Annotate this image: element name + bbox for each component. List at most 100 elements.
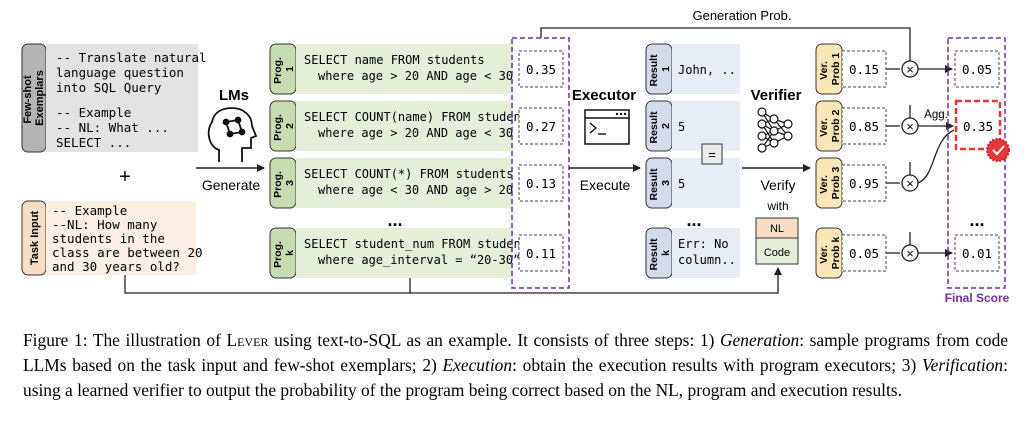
figure-caption: Figure 1: The illustration of Lever usin… — [23, 330, 1009, 400]
generate-label: Generate — [202, 177, 261, 193]
result-tab-label: Result — [648, 238, 660, 271]
svg-text:Ver. Prob 2: Ver. Prob 2 — [818, 110, 842, 143]
aggregation-label: Agg. — [924, 109, 948, 121]
neural-network-icon — [757, 107, 793, 153]
verifier-title: Verifier — [751, 87, 802, 104]
svg-text:Prog. k: Prog. k — [272, 238, 296, 268]
plus-sign: + — [119, 166, 131, 188]
task-input-line: class are between 20 — [52, 245, 203, 260]
svg-text:Result 2: Result 2 — [648, 108, 672, 143]
svg-text:×: × — [906, 119, 914, 134]
program-row: Prog. 1 SELECT name FROM students where … — [269, 43, 513, 95]
exemplars-box: Few-shot Exemplars -- Translate natural … — [21, 43, 207, 153]
result-row: Result k Err: No column.. — [645, 227, 740, 279]
svg-text:=: = — [708, 147, 716, 162]
ver-prob-tab-label: Ver. — [818, 61, 830, 80]
svg-text:Result 1: Result 1 — [648, 51, 672, 86]
svg-text:Ver. Prob k: Ver. Prob k — [818, 237, 842, 270]
result-line: John, .. — [678, 63, 736, 77]
program-row: Prog. 3 SELECT COUNT(*) FROM students wh… — [269, 157, 514, 209]
svg-text:0.35: 0.35 — [526, 62, 556, 77]
ver-prob-tab-label: Ver. — [818, 118, 830, 137]
program-line: where age > 20 AND age < 30 — [318, 126, 513, 140]
ver-prob-tab-label: Ver. — [818, 175, 830, 194]
svg-text:Result k: Result k — [648, 235, 672, 270]
equals-box: = — [701, 143, 723, 165]
final-score-ellipsis: ... — [969, 210, 984, 230]
result-tab-label: Result — [648, 168, 660, 201]
program-tab-index: k — [284, 250, 296, 256]
exemplars-line: -- NL: What ... — [56, 120, 169, 135]
program-line: SELECT COUNT(*) FROM students — [304, 167, 514, 181]
program-line: where age > 20 AND age < 30 — [318, 69, 513, 83]
multiply-node: × — [901, 174, 919, 192]
final-score-group — [947, 37, 1006, 289]
svg-text:Prog. 3: Prog. 3 — [272, 168, 296, 198]
generation-prob-cell: 0.13 — [518, 164, 564, 202]
svg-text:0.05: 0.05 — [962, 62, 992, 77]
program-line: SELECT student_num FROM students — [304, 237, 535, 251]
check-badge-icon — [986, 138, 1010, 162]
program-tab-index: 2 — [284, 123, 296, 129]
result-tab-index: 2 — [660, 123, 672, 129]
exemplars-line: -- Example — [56, 105, 131, 120]
result-row: Result 1 John, .. — [645, 43, 740, 95]
ver-prob-row: Ver. Prob 2 0.85 — [815, 100, 887, 152]
multiply-node: × — [901, 117, 919, 135]
svg-text:Result 3: Result 3 — [648, 165, 672, 200]
program-row: Prog. k SELECT student_num FROM students… — [269, 227, 535, 279]
svg-text:Few-shot Exemplars: Few-shot Exemplars — [22, 70, 46, 126]
task-input-line: and 30 years old? — [52, 259, 180, 274]
multiply-node: × — [901, 60, 919, 78]
ver-prob-value: 0.85 — [849, 119, 879, 134]
ver-prob-tab-label: Prob 2 — [830, 110, 842, 143]
task-input-line: students in the — [52, 231, 165, 246]
program-tab-index: 1 — [284, 66, 296, 72]
exemplars-line: SELECT ... — [56, 135, 131, 150]
lever-name: Lever — [226, 330, 269, 350]
result-line: Err: No — [678, 237, 729, 251]
svg-text:Ver. Prob 3: Ver. Prob 3 — [818, 167, 842, 200]
svg-text:Prog. 2: Prog. 2 — [272, 111, 296, 141]
result-line: 5 — [678, 177, 685, 191]
svg-text:0.13: 0.13 — [526, 176, 556, 191]
verify-with-label: with — [766, 199, 788, 213]
svg-text:Ver. Prob 1: Ver. Prob 1 — [818, 53, 842, 86]
svg-text:0.11: 0.11 — [526, 246, 556, 261]
program-line: SELECT name FROM students — [304, 53, 485, 67]
result-tab-index: 3 — [660, 180, 672, 186]
result-row: Result 3 5 — [645, 157, 740, 209]
ver-prob-tab-label: Prob 1 — [830, 53, 842, 86]
lever-diagram: Generation Prob. Few-shot Exemplars -- T… — [21, 8, 1010, 305]
svg-text:×: × — [906, 176, 914, 191]
result-row: Result 2 5 — [645, 100, 740, 152]
ver-prob-row: Ver. Prob k 0.05 — [815, 227, 887, 279]
final-score-cell: 0.01 — [954, 234, 1000, 272]
ver-prob-tab-label: Prob 3 — [830, 167, 842, 200]
program-tab-label: Prog. — [272, 241, 284, 268]
multiply-node: × — [901, 244, 919, 262]
ver-prob-value: 0.95 — [849, 176, 879, 191]
result-tab-label: Result — [648, 54, 660, 87]
exemplars-line: -- Translate natural — [56, 50, 207, 65]
result-tab-index: k — [660, 250, 672, 256]
svg-text:×: × — [906, 246, 914, 261]
ver-prob-row: Ver. Prob 1 0.15 — [815, 43, 887, 95]
final-score-cell-selected: 0.35 — [954, 99, 1002, 151]
terminal-icon — [584, 109, 630, 145]
result-tab-index: 1 — [660, 66, 672, 72]
execute-label: Execute — [580, 177, 631, 193]
svg-text:Prog. 1: Prog. 1 — [272, 54, 296, 84]
exemplars-line: into SQL Query — [56, 80, 162, 95]
svg-text:0.01: 0.01 — [962, 246, 992, 261]
final-score-label: Final Score — [945, 291, 1010, 305]
svg-text:0.35: 0.35 — [963, 119, 993, 134]
program-tab-label: Prog. — [272, 114, 284, 141]
ver-prob-value: 0.05 — [849, 246, 879, 261]
code-input-label: Code — [764, 247, 790, 259]
final-score-cell: 0.05 — [954, 50, 1000, 88]
exemplars-tab-label: Few-shot — [22, 75, 34, 124]
svg-text:×: × — [906, 62, 914, 77]
program-line: where age < 30 AND age > 20 — [318, 183, 513, 197]
lms-title: LMs — [219, 87, 249, 104]
